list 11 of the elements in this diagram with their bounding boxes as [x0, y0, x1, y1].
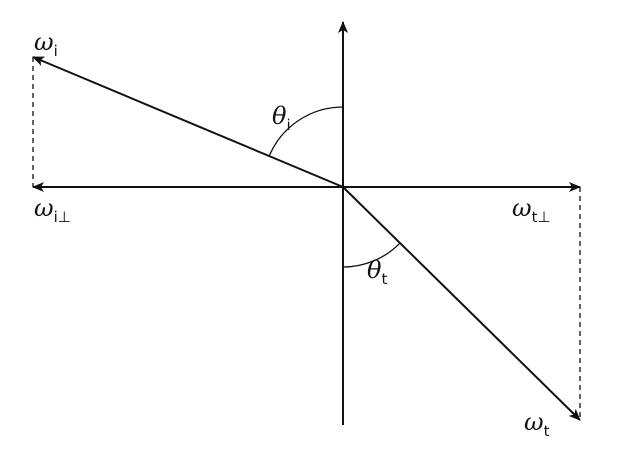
vector-label: ω$_{t}$: [524, 410, 550, 439]
vector-label: ω$_{t⊥}$: [512, 196, 551, 225]
vector-arrow: [342, 186, 581, 421]
vector-arrow: [32, 182, 343, 192]
vector-label: ω$_{i}$: [34, 30, 58, 59]
vector-arrow: [32, 56, 344, 188]
dashed-line: [32, 57, 34, 187]
vector-arrow: [343, 182, 581, 192]
angle-label: θ$_{t}$: [367, 258, 388, 287]
vector-label: ω$_{i⊥}$: [34, 196, 71, 225]
dashed-line: [579, 187, 581, 420]
